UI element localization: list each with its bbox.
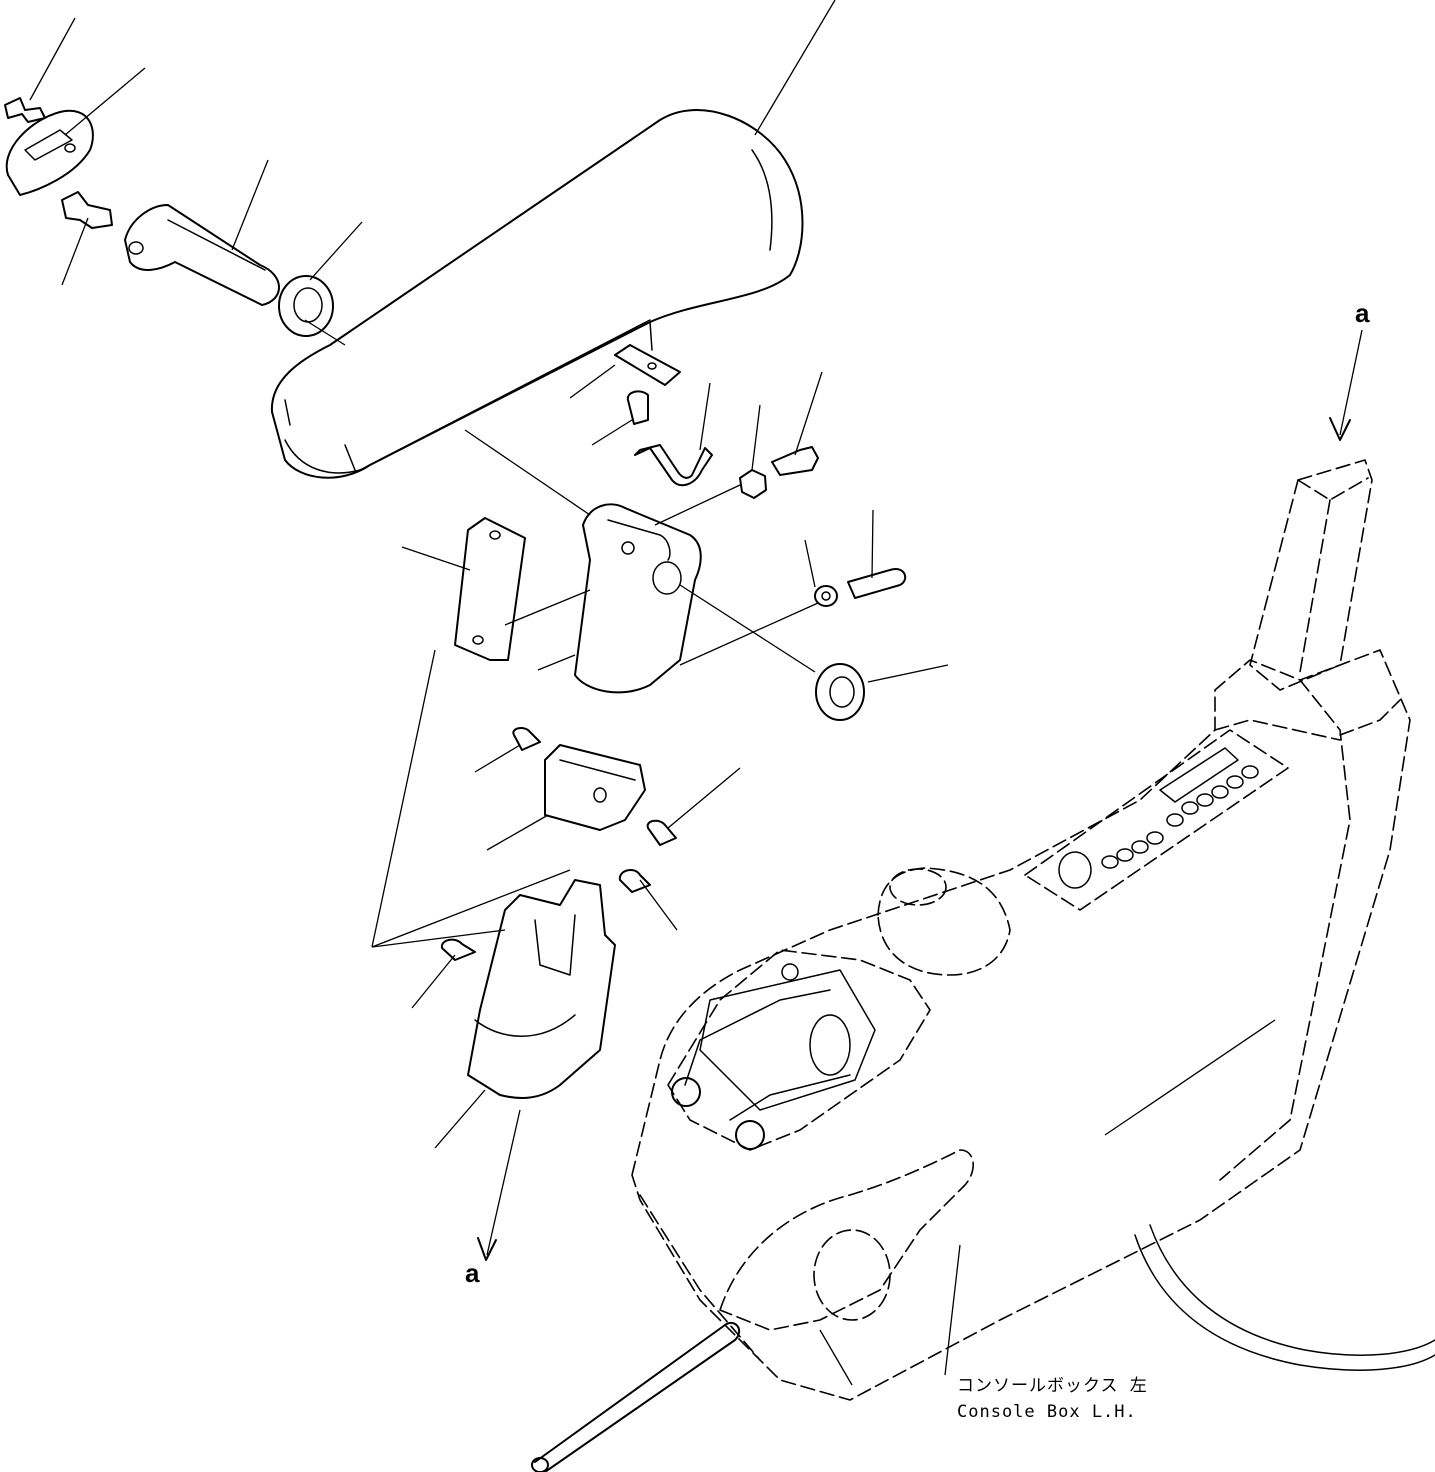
washer-large [278,275,334,337]
gasket-plate [454,517,526,661]
arrow-ref-bottom [477,1109,521,1261]
small-plate [614,344,681,386]
ref-label-a-top: a [1355,298,1370,328]
joystick-housing [719,1149,974,1331]
screw-small-3 [646,819,677,846]
armrest-pad [270,109,804,479]
screw-small-1 [626,390,649,425]
pin-shaft [124,204,280,306]
bolt-flange [61,191,113,229]
caption-english: Console Box L.H. [957,1402,1137,1422]
end-cover [5,109,94,196]
washer-small [814,585,838,607]
ref-label-a-bottom: a [465,1258,480,1288]
washer-flat [815,663,865,721]
console-box [631,649,1411,1401]
console-mechanism [671,963,876,1150]
lower-housing [467,879,616,1099]
hex-nut [739,469,767,499]
hinge-bracket [574,503,702,694]
screw-small-2 [512,727,541,751]
arrow-ref-top [1329,329,1363,441]
upper-cover [544,744,646,831]
bolt-right [771,446,819,476]
rod [531,1321,741,1472]
bolt-top-left [4,97,46,123]
screw-small-4 [618,868,651,893]
bolt-mid-right [847,568,907,599]
spring-clip [634,444,713,487]
caption-japanese: コンソールボックス 左 [957,1376,1148,1396]
screw-small-5 [440,938,476,961]
console-buttons [1058,747,1259,889]
console-post [1249,459,1373,691]
console-knob [877,867,1011,976]
leader-lines [29,0,1276,1386]
cable [1134,1224,1435,1371]
